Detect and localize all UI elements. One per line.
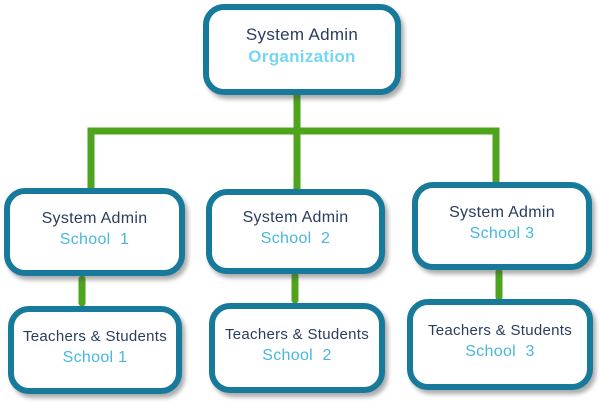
node-subtitle: School 3 [465,343,535,360]
node-title: System Admin [41,209,148,227]
node-title: System Admin [449,203,555,221]
node-subtitle: School 3 [469,224,535,242]
node-subtitle: School 1 [59,230,130,248]
node-school1-teachers-students: Teachers & Students School 1 [8,306,182,394]
node-school2-admin: System Admin School 2 [206,189,385,274]
node-school3-admin: System Admin School 3 [412,182,592,270]
node-subtitle: School 2 [262,346,332,364]
node-school3-teachers-students: Teachers & Students School 3 [407,299,593,390]
node-organization-admin: System Admin Organization [203,4,401,95]
node-subtitle: School 2 [260,230,331,247]
node-school1-admin: System Admin School 1 [4,188,185,276]
node-subtitle: Organization [248,47,356,66]
node-title: System Admin [242,209,349,226]
node-title: Teachers & Students [224,325,370,343]
node-school2-teachers-students: Teachers & Students School 2 [209,303,385,393]
connector-branch-bar [87,127,500,193]
node-title: Teachers & Students [22,327,168,345]
node-subtitle: School 1 [62,348,128,366]
node-title: System Admin [245,25,359,44]
node-title: Teachers & Students [427,322,573,339]
